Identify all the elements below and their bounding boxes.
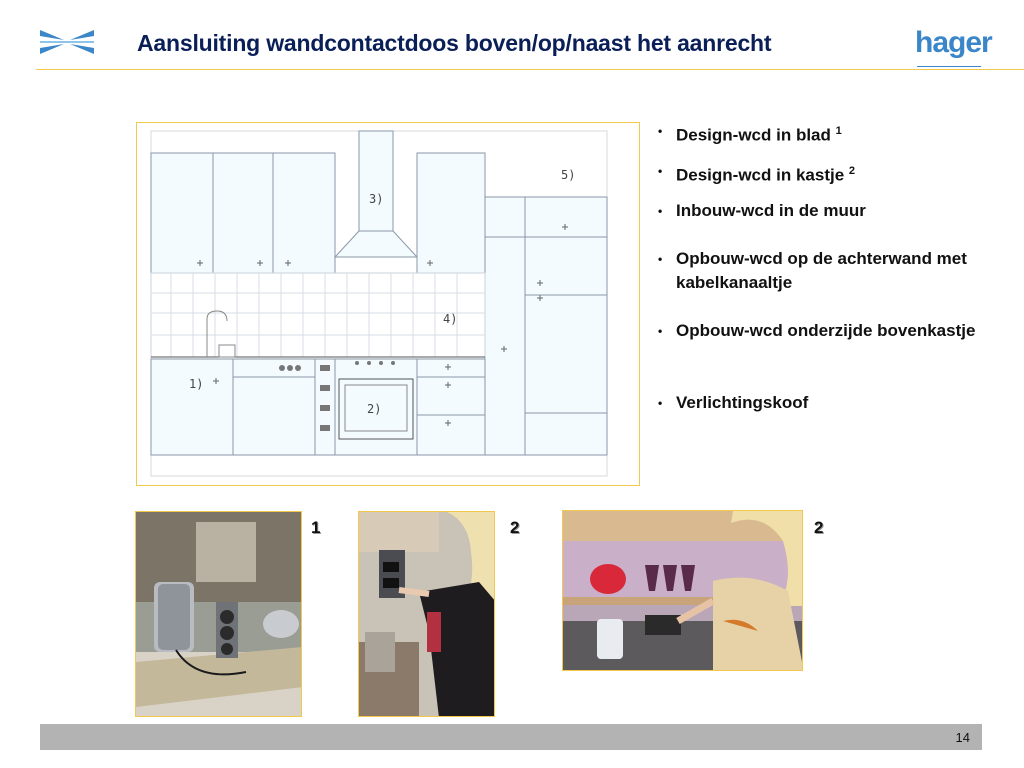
list-item: • Verlichtingskoof xyxy=(658,393,809,412)
photo-number-2: 2 xyxy=(510,518,520,537)
kettle-countertop-socket-photo xyxy=(135,511,302,717)
list-item: • Design-wcd in kastje 2 xyxy=(658,164,856,185)
list-item: • Design-wcd in blad 1 xyxy=(658,124,842,145)
drawing-label-4: 4) xyxy=(443,312,457,326)
page-title: Aansluiting wandcontactdoos boven/op/naa… xyxy=(137,30,772,56)
fan-logo-icon xyxy=(38,26,96,58)
drawing-label-2: 2) xyxy=(367,402,381,416)
woman-cabinet-socket-photo xyxy=(358,511,495,717)
list-item: • Opbouw-wcd onderzijde bovenkastje xyxy=(658,321,976,340)
hager-logo-underline xyxy=(917,66,981,67)
footer-bar: 14 xyxy=(40,724,982,750)
kitchen-elevation-drawing: 1) 2) 3) 4) 5) xyxy=(136,122,640,486)
list-item: • Opbouw-wcd op de achterwand met kabelk… xyxy=(658,249,967,292)
drawing-label-5: 5) xyxy=(561,168,575,182)
page-number: 14 xyxy=(955,730,970,745)
photo-number-3: 2 xyxy=(814,518,824,537)
header-divider xyxy=(36,69,1024,70)
list-item: • Inbouw-wcd in de muur xyxy=(658,201,866,220)
drawing-label-1: 1) xyxy=(189,377,203,391)
hager-logo: hager xyxy=(915,26,993,59)
drawing-label-3: 3) xyxy=(369,192,383,206)
woman-kitchen-counter-photo xyxy=(562,510,803,671)
photo-number-1: 1 xyxy=(311,518,321,537)
